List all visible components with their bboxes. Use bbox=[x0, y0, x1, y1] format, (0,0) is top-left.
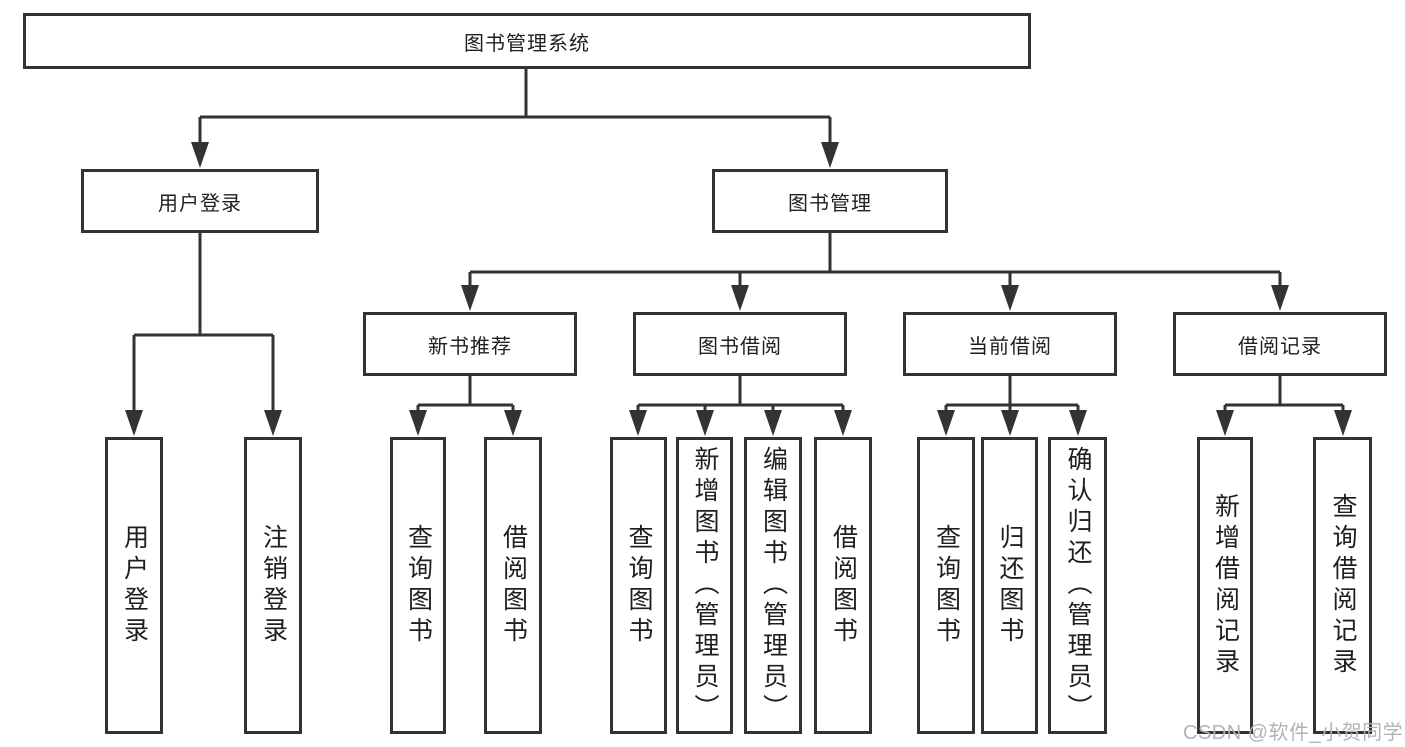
leaf-query-books-recommend-label: 查询图书 bbox=[404, 523, 433, 648]
node-book-management: 图书管理 bbox=[712, 169, 948, 233]
leaf-borrow-books-label: 借阅图书 bbox=[829, 523, 858, 648]
leaf-user-login-label: 用户登录 bbox=[120, 523, 149, 648]
leaf-add-books-admin: 新增图书（管理员） bbox=[676, 437, 733, 734]
csdn-watermark: CSDN @软件_小贺同学 bbox=[1183, 722, 1404, 744]
node-user-login-label: 用户登录 bbox=[158, 192, 242, 215]
leaf-return-books: 归还图书 bbox=[981, 437, 1038, 734]
node-book-borrow: 图书借阅 bbox=[633, 312, 847, 376]
leaf-add-books-admin-label: 新增图书（管理员） bbox=[691, 446, 719, 725]
leaf-add-borrow-record: 新增借阅记录 bbox=[1197, 437, 1253, 734]
node-current-borrow-label: 当前借阅 bbox=[968, 335, 1052, 358]
leaf-borrow-books-recommend: 借阅图书 bbox=[484, 437, 542, 734]
node-new-book-recommend: 新书推荐 bbox=[363, 312, 577, 376]
leaf-borrow-books: 借阅图书 bbox=[814, 437, 872, 734]
node-borrow-records: 借阅记录 bbox=[1173, 312, 1387, 376]
node-book-management-label: 图书管理 bbox=[788, 192, 872, 215]
leaf-query-borrow-record-label: 查询借阅记录 bbox=[1329, 492, 1357, 679]
node-book-borrow-label: 图书借阅 bbox=[698, 335, 782, 358]
leaf-logout-login-label: 注销登录 bbox=[259, 523, 288, 648]
leaf-confirm-return-admin: 确认归还（管理员） bbox=[1048, 437, 1107, 734]
leaf-query-borrow-record: 查询借阅记录 bbox=[1313, 437, 1372, 734]
leaf-query-books-borrow: 查询图书 bbox=[610, 437, 667, 734]
leaf-query-books-recommend: 查询图书 bbox=[390, 437, 446, 734]
leaf-edit-books-admin-label: 编辑图书（管理员） bbox=[759, 446, 788, 725]
leaf-borrow-books-recommend-label: 借阅图书 bbox=[499, 523, 528, 648]
leaf-edit-books-admin: 编辑图书（管理员） bbox=[744, 437, 802, 734]
leaf-user-login: 用户登录 bbox=[105, 437, 163, 734]
leaf-query-books-current: 查询图书 bbox=[917, 437, 975, 734]
leaf-logout-login: 注销登录 bbox=[244, 437, 302, 734]
node-user-login: 用户登录 bbox=[81, 169, 319, 233]
node-root: 图书管理系统 bbox=[23, 13, 1031, 69]
leaf-query-books-current-label: 查询图书 bbox=[932, 523, 961, 648]
leaf-query-books-borrow-label: 查询图书 bbox=[625, 523, 653, 648]
node-borrow-records-label: 借阅记录 bbox=[1238, 335, 1322, 358]
leaf-confirm-return-admin-label: 确认归还（管理员） bbox=[1064, 446, 1092, 725]
node-new-book-recommend-label: 新书推荐 bbox=[428, 335, 512, 358]
node-root-label: 图书管理系统 bbox=[464, 32, 590, 55]
leaf-return-books-label: 归还图书 bbox=[996, 523, 1024, 648]
node-current-borrow: 当前借阅 bbox=[903, 312, 1117, 376]
leaf-add-borrow-record-label: 新增借阅记录 bbox=[1211, 492, 1240, 679]
